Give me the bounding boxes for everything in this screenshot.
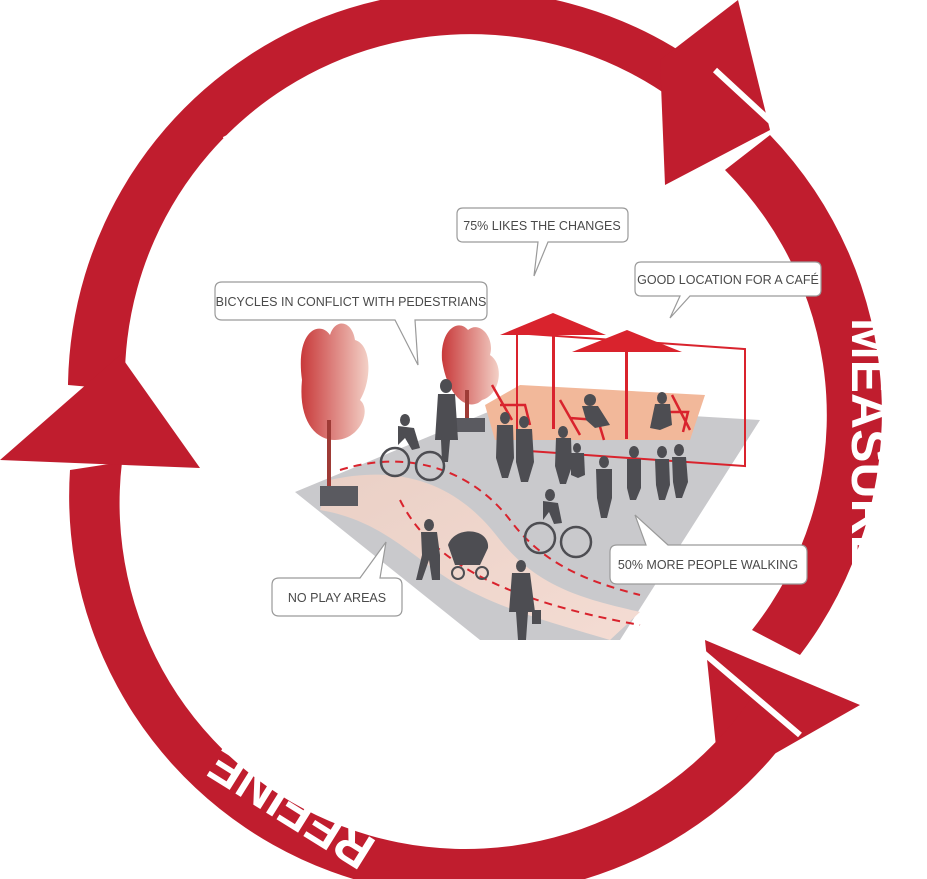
cycle-ring bbox=[0, 0, 882, 879]
callout-play: NO PLAY AREAS bbox=[271, 541, 403, 617]
callout-play-text: NO PLAY AREAS bbox=[288, 591, 386, 605]
refine-arrow bbox=[69, 462, 790, 879]
callout-likes-text: 75% LIKES THE CHANGES bbox=[463, 219, 620, 233]
measure-arrow bbox=[725, 135, 882, 655]
callout-walking-text: 50% MORE PEOPLE WALKING bbox=[618, 558, 798, 572]
tree-right bbox=[441, 325, 499, 432]
refine-arrowhead bbox=[0, 355, 200, 468]
umbrella-right bbox=[572, 330, 682, 439]
callout-cafe-text: GOOD LOCATION FOR A CAFÉ bbox=[637, 272, 819, 287]
test-arrowhead bbox=[660, 0, 770, 185]
people bbox=[379, 379, 688, 640]
tree-left bbox=[300, 323, 369, 506]
callout-walking: 50% MORE PEOPLE WALKING bbox=[609, 514, 808, 585]
test-arrow bbox=[68, 0, 718, 390]
callout-bicycles: BICYCLES IN CONFLICT WITH PEDESTRIANS bbox=[214, 281, 488, 366]
callout-bicycles-text: BICYCLES IN CONFLICT WITH PEDESTRIANS bbox=[216, 295, 487, 309]
umbrella-left bbox=[500, 313, 606, 429]
callout-likes: 75% LIKES THE CHANGES bbox=[456, 207, 629, 277]
measure-label: MEASURE bbox=[841, 318, 897, 568]
callout-cafe: GOOD LOCATION FOR A CAFÉ bbox=[634, 261, 822, 319]
